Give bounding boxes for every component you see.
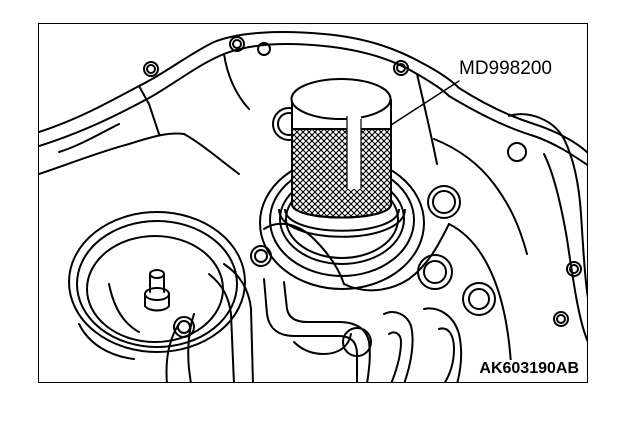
technical-illustration [39, 31, 587, 382]
flange-bolt-holes [143, 36, 582, 327]
tool-callout-label: MD998200 [457, 58, 554, 80]
figure-id-label: AK603190AB [477, 360, 581, 378]
case-ribs [39, 53, 528, 365]
oil-passages [165, 263, 463, 382]
figure-frame: MD998200 AK603190AB [38, 23, 588, 383]
shaft-stub [144, 269, 170, 312]
case-bosses [173, 107, 527, 357]
left-bearing-bore [68, 211, 246, 360]
special-tool-installer [278, 78, 406, 238]
